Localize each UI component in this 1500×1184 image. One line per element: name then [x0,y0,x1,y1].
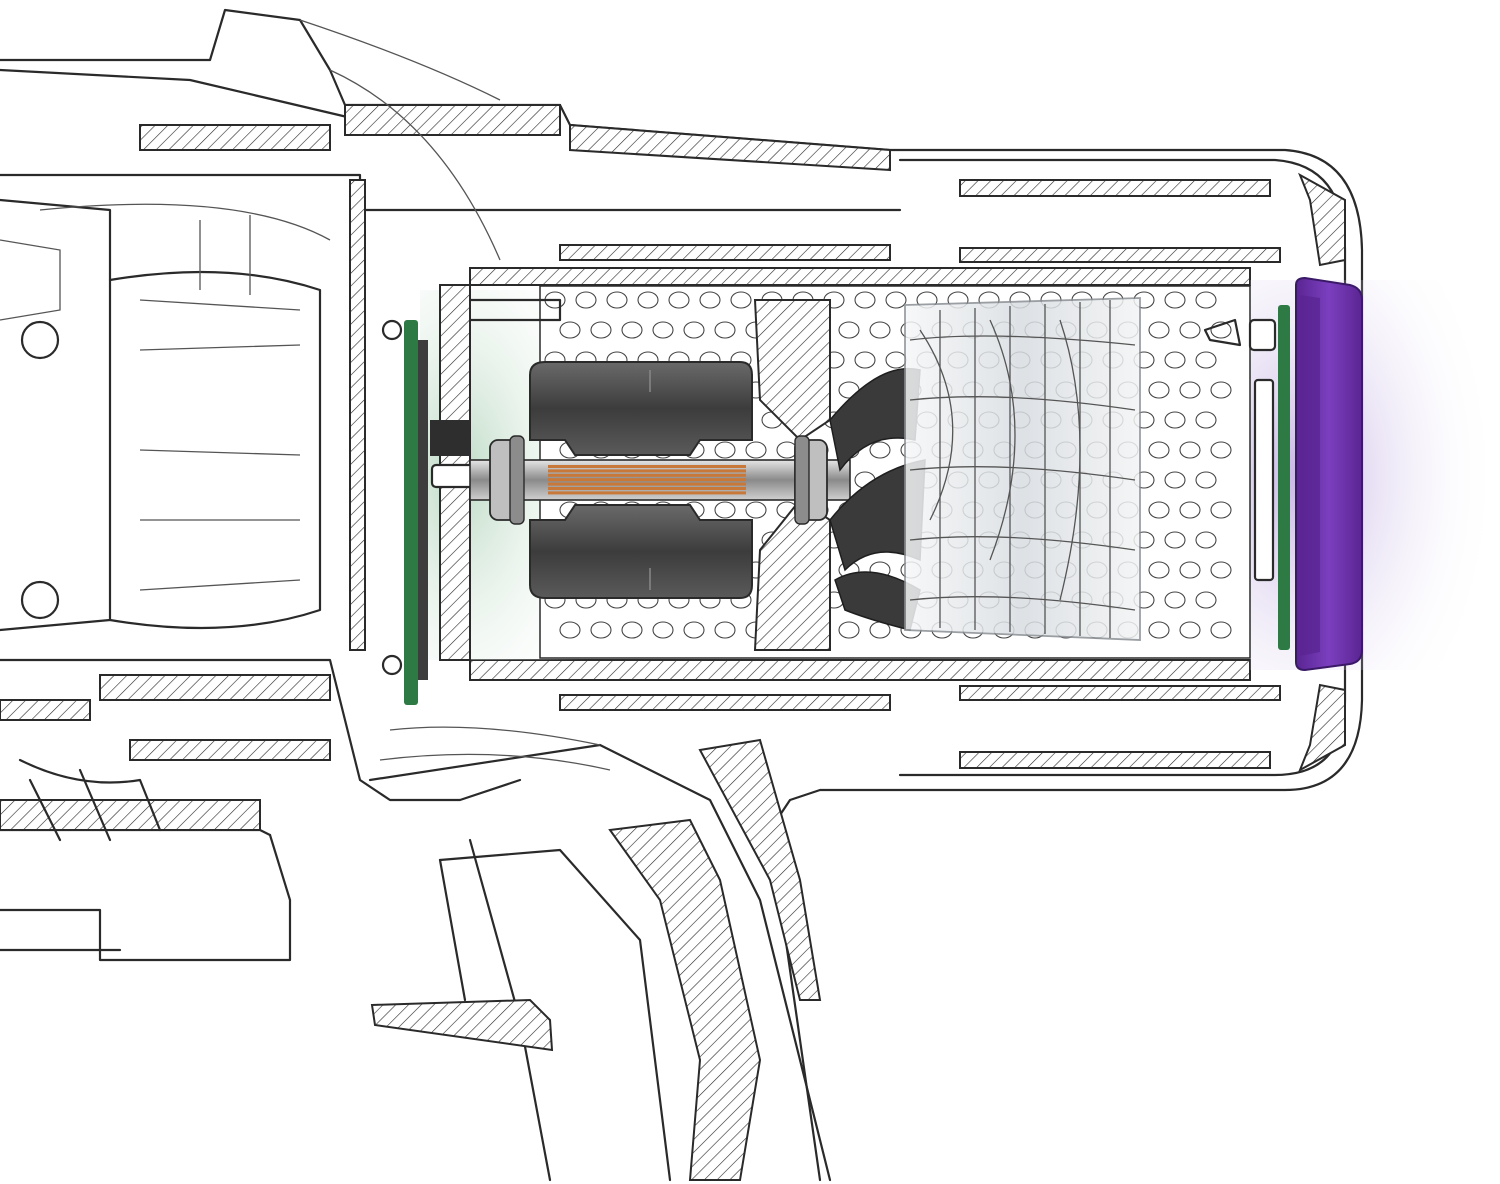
perforation-hole [1195,591,1217,609]
perforation-hole [683,321,705,339]
control-pcb-left [381,319,494,705]
perforation-hole [838,321,860,339]
winding-turn [548,478,746,482]
perforation-hole [714,621,736,639]
perforation-hole [699,291,721,309]
perforation-hole [1179,381,1201,399]
winding-turn [548,482,746,486]
housing-walls [0,104,1346,831]
perforation-hole [1148,441,1170,459]
perforation-hole [590,321,612,339]
winding-turn [548,473,746,477]
inlet-assembly [0,19,501,842]
trigger [370,858,554,1052]
perforation-hole [714,441,736,459]
purple-filter-cap [1295,276,1363,672]
perforation-hole [1210,501,1232,519]
perforation-hole [1195,411,1217,429]
motor-stator [529,361,753,599]
winding-turn [548,469,746,473]
perforation-hole [1179,501,1201,519]
perforation-hole [1179,621,1201,639]
perforation-hole [838,621,860,639]
perforation-hole [885,291,907,309]
perforation-hole [1164,591,1186,609]
diffuser [904,297,1141,641]
perforation-hole [1148,321,1170,339]
perforation-hole [652,621,674,639]
perforation-hole [1164,531,1186,549]
control-pcb-right [1203,305,1290,650]
perforation-hole [621,321,643,339]
perforation-hole [869,321,891,339]
perforation-hole [621,621,643,639]
impeller [829,367,926,631]
perforation-hole [745,441,767,459]
copper-winding [548,465,746,495]
perforation-hole [1164,411,1186,429]
perforation-hole [1195,351,1217,369]
perforation-hole [1164,351,1186,369]
perforation-hole [683,621,705,639]
cap-glow [1250,280,1500,670]
perforation-hole [1148,501,1170,519]
perforation-hole [745,501,767,519]
perforation-hole [575,291,597,309]
perforation-hole [1195,291,1217,309]
bearings [489,435,828,525]
perforation-hole [559,621,581,639]
perforation-hole [590,621,612,639]
perforation-hole [559,321,581,339]
perforation-hole [668,291,690,309]
perforation-hole [606,291,628,309]
perforation-hole [652,321,674,339]
handle [368,726,832,1182]
motor-mount [439,284,831,661]
perforation-hole [1210,441,1232,459]
winding-turn [548,491,746,495]
perforation-hole [1179,321,1201,339]
perforation-hole [1148,621,1170,639]
perforation-hole [714,501,736,519]
winding-turn [548,487,746,490]
perforation-hole [1195,531,1217,549]
perforation-hole [1210,321,1232,339]
perforation-hole [1164,291,1186,309]
perforation-hole [1210,561,1232,579]
perforation-hole [1179,441,1201,459]
perforation-hole [1179,561,1201,579]
perforation-hole [869,441,891,459]
perforation-hole [730,291,752,309]
perforation-hole [1210,381,1232,399]
perforation-hole [637,291,659,309]
perforation-hole [1195,471,1217,489]
winding-turn [548,465,746,468]
perforation-hole [854,291,876,309]
perforation-hole [1148,561,1170,579]
perforation-hole [1210,621,1232,639]
perforation-hole [1148,381,1170,399]
perforation-hole [1164,471,1186,489]
perforation-hole [714,321,736,339]
perforation-hole [854,351,876,369]
